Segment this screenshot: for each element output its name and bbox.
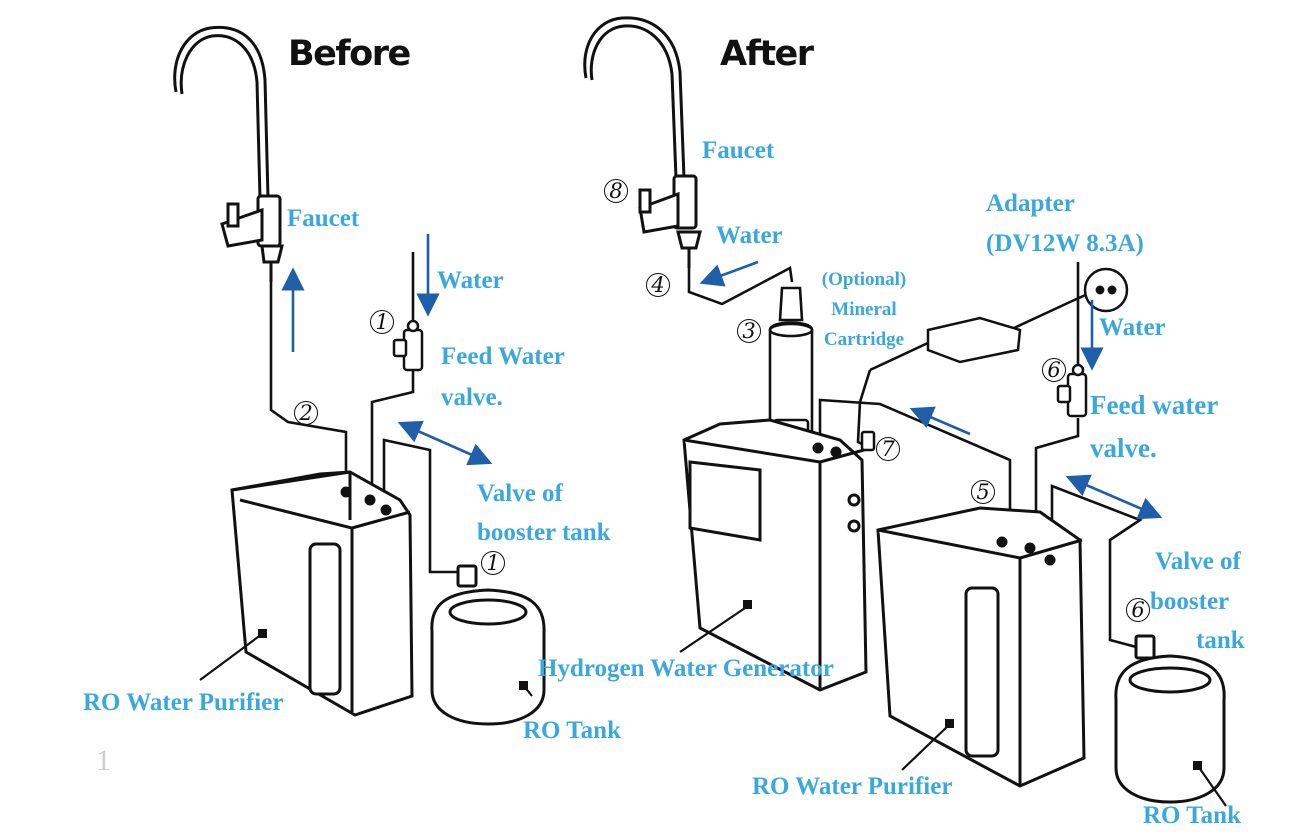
before-faucet-label: Faucet (287, 205, 360, 232)
after-mineral-label-line1: (Optional) (821, 269, 907, 290)
after-booster-label-line1: Valve of (1155, 548, 1241, 575)
before-step-tank: 1 (480, 550, 506, 576)
heading-after: After (720, 34, 814, 74)
after-water-faucet-label: Water (716, 222, 783, 249)
after-ro-purifier-label: RO Water Purifier (752, 773, 953, 800)
arrow-before-booster (397, 420, 493, 466)
after-mineral-label-line3: Cartridge (823, 329, 905, 350)
before-feed-valve-label-line2: valve. (441, 384, 503, 411)
after-step-feed: 6 (1041, 357, 1067, 383)
after-feed-valve-label-line1: Feed water (1090, 390, 1219, 420)
before-ro-purifier-label: RO Water Purifier (83, 689, 284, 716)
before-ro-tank (430, 564, 546, 726)
after-feed-valve-label-line2: valve. (1090, 433, 1157, 463)
arrow-after-generator (909, 406, 971, 436)
leader-dots (258, 600, 1202, 770)
arrow-after-faucet (699, 260, 759, 287)
before-step-outlet: 2 (293, 400, 319, 426)
before-water-label: Water (437, 267, 504, 294)
after-ro-tank-label: RO Tank (1143, 802, 1241, 829)
before-booster-valve-label-line1: Valve of (477, 480, 563, 507)
heading-before: Before (288, 34, 411, 74)
before-ro-tank-label: RO Tank (523, 717, 621, 744)
after-booster-label-line2: booster (1150, 588, 1230, 615)
margin-fragment: 1 (96, 744, 111, 777)
after-step-connect: 5 (970, 479, 996, 505)
after-ro-purifier (876, 506, 1086, 788)
before-feed-valve (392, 319, 424, 372)
after-tubes (687, 262, 1143, 650)
after-step-tube: 4 (645, 272, 671, 298)
after-booster-label-line3: tank (1196, 627, 1245, 654)
after-faucet-label: Faucet (702, 137, 775, 164)
after-adapter-label-line2: (DV12W 8.3A) (986, 230, 1144, 257)
before-faucet (173, 25, 284, 282)
after-step-power: 7 (875, 436, 901, 462)
after-adapter (860, 267, 1129, 452)
arrow-after-booster (1065, 474, 1163, 520)
after-step-faucet: 8 (603, 178, 629, 204)
after-mineral-cartridge (768, 286, 814, 444)
flow-arrows (281, 234, 1163, 520)
before-step-feed: 1 (369, 309, 395, 335)
after-mineral-label-line2: Mineral (831, 299, 897, 320)
leader-lines (199, 605, 1227, 807)
after-ro-tank (1114, 634, 1226, 804)
before-booster-valve-label-line2: booster tank (477, 519, 611, 546)
before-feed-valve-label-line1: Feed Water (441, 343, 565, 370)
after-hydrogen-generator (682, 418, 868, 692)
after-adapter-label-line1: Adapter (986, 190, 1075, 217)
after-faucet (583, 16, 702, 268)
after-generator-label: Hydrogen Water Generator (538, 655, 834, 682)
after-water-feed-label: Water (1099, 314, 1166, 341)
before-ro-purifier (230, 470, 414, 717)
after-feed-valve (1056, 363, 1088, 418)
after-step-tank: 6 (1125, 597, 1151, 623)
after-step-cartridge: 3 (736, 318, 762, 344)
